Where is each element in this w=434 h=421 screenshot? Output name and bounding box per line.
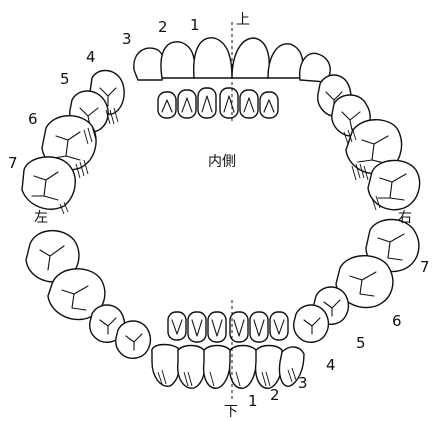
lower-number-3: 3 (298, 374, 308, 392)
lower-lingual-row (168, 312, 288, 342)
upper-lingual-tooth (220, 88, 238, 118)
lower-tooth-3-left (152, 345, 180, 387)
upper-left-posterior (22, 71, 124, 215)
upper-number-4: 4 (86, 48, 96, 66)
inner-side-label: 内側 (208, 154, 236, 170)
upper-tooth-7-left (22, 157, 75, 209)
upper-lingual-tooth (198, 88, 216, 118)
left-side-label: 左 (34, 210, 48, 226)
lower-tooth-4-right (294, 305, 329, 342)
lower-front-row (152, 345, 304, 389)
upper-tooth-1-left (194, 38, 232, 78)
lower-number-5: 5 (356, 334, 366, 352)
upper-number-5: 5 (60, 70, 70, 88)
lower-label: 下 (224, 404, 238, 420)
lower-lingual-tooth (168, 312, 186, 340)
upper-number-3: 3 (122, 30, 132, 48)
lower-number-7: 7 (420, 258, 430, 276)
lower-tooth-2-left (178, 346, 206, 389)
upper-tooth-2-left (161, 42, 195, 78)
upper-number-6: 6 (28, 110, 38, 128)
upper-lingual-tooth (240, 90, 258, 118)
lower-arch (26, 220, 419, 389)
upper-tooth-1-right (232, 38, 269, 78)
upper-number-2: 2 (158, 18, 168, 36)
lower-lingual-tooth (250, 312, 268, 342)
lower-number-2: 2 (270, 386, 280, 404)
lower-number-4: 4 (326, 356, 336, 374)
lower-tooth-1-right (230, 346, 257, 389)
upper-lingual-tooth (158, 92, 176, 118)
upper-arch (22, 38, 420, 214)
right-side-label: 右 (398, 210, 412, 226)
lower-left-posterior (26, 231, 150, 359)
upper-tooth-7-right (368, 160, 420, 209)
upper-lingual-tooth (178, 90, 196, 118)
upper-tooth-3-left (134, 48, 165, 80)
lower-lingual-tooth (208, 312, 226, 342)
upper-lingual-tooth (260, 92, 278, 118)
upper-number-7: 7 (8, 154, 18, 172)
upper-label: 上 (236, 12, 250, 28)
lower-number-6: 6 (392, 312, 402, 330)
lower-lingual-tooth (270, 312, 288, 340)
lower-lingual-tooth (188, 312, 206, 342)
upper-tooth-2-right (268, 44, 303, 78)
upper-right-posterior (318, 75, 420, 210)
lower-tooth-left-4 (116, 321, 151, 358)
lower-number-1: 1 (248, 392, 258, 410)
upper-number-1: 1 (190, 16, 200, 34)
lower-tooth-1-left (204, 346, 231, 389)
upper-lingual-row (158, 88, 278, 118)
lower-lingual-tooth (230, 312, 248, 342)
